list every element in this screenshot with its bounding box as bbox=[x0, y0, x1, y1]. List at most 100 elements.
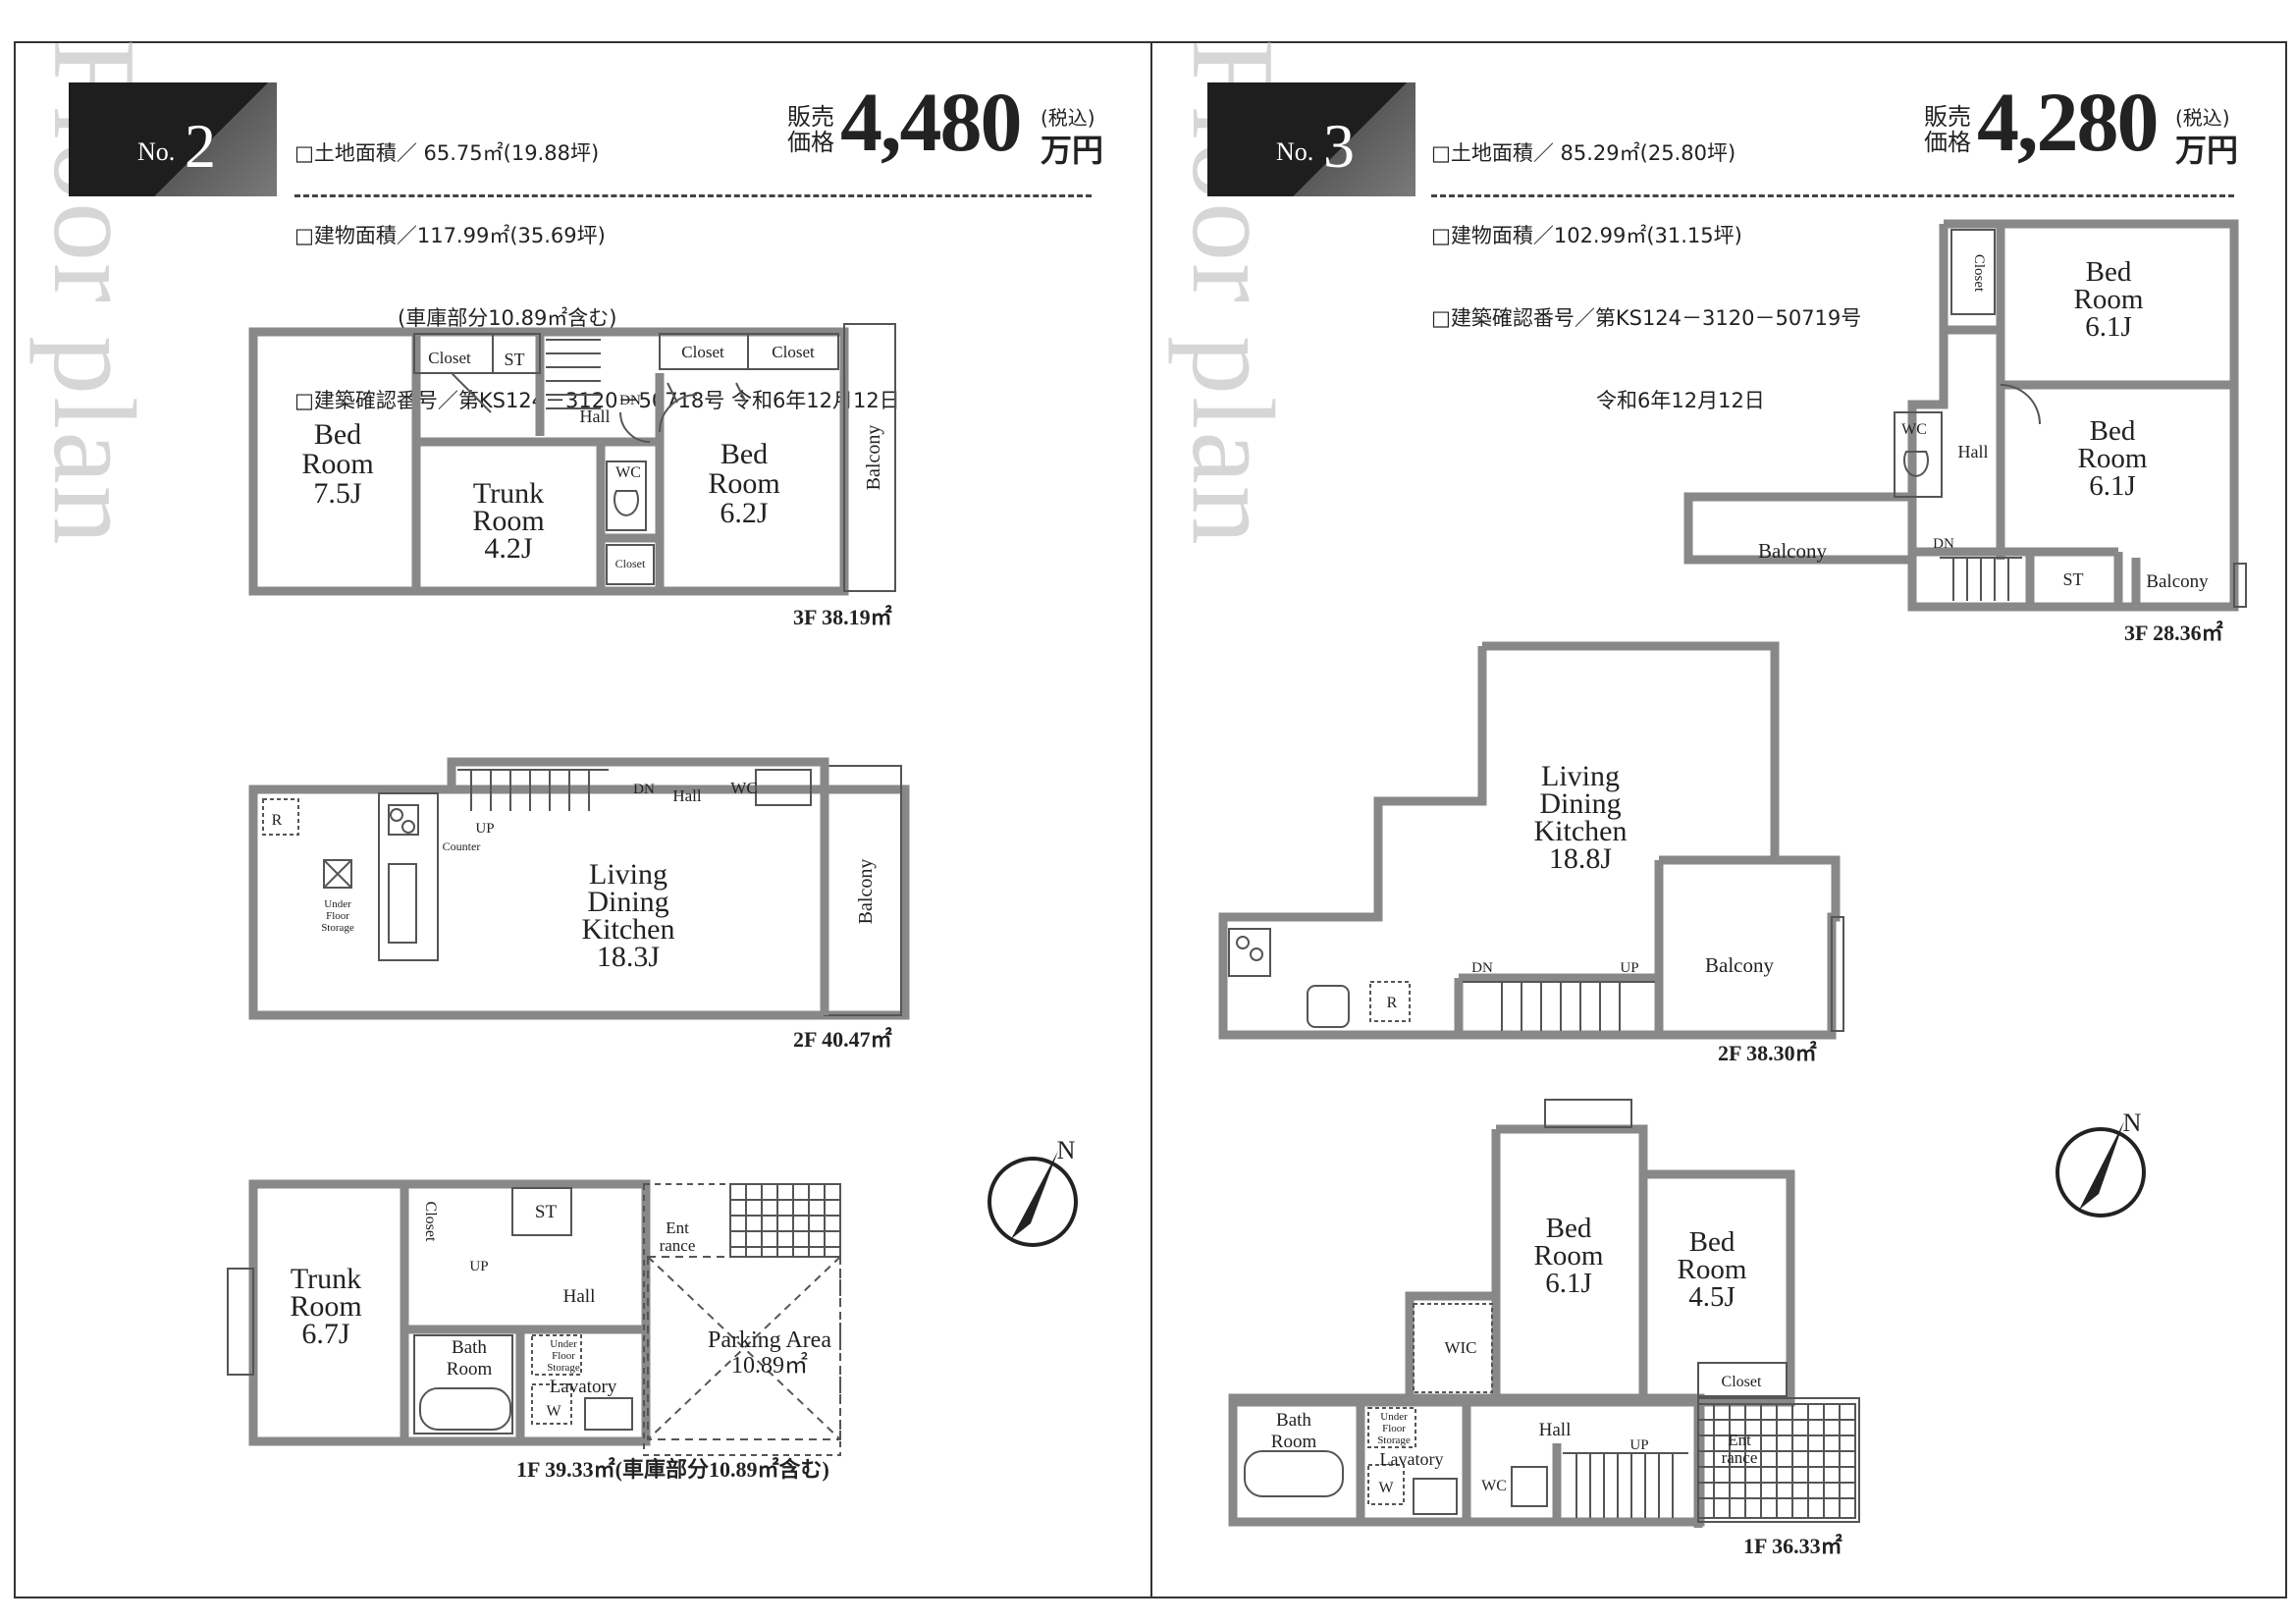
room-label: Balcony bbox=[855, 859, 877, 925]
room-label: Floor bbox=[326, 910, 349, 922]
room-label: 6.1J bbox=[1545, 1268, 1592, 1299]
room-label: 6.7J bbox=[301, 1318, 350, 1350]
room-label: Bed bbox=[2086, 256, 2132, 288]
unit-3-frame bbox=[1150, 41, 2287, 1598]
room-label: W bbox=[1378, 1480, 1394, 1496]
room-label: ST bbox=[2062, 569, 2083, 589]
room-label: WC bbox=[615, 464, 641, 481]
header-divider bbox=[294, 194, 1092, 197]
room-label: 6.2J bbox=[720, 497, 769, 529]
room-label: Storage bbox=[321, 922, 354, 934]
room-label: Room bbox=[472, 505, 544, 537]
room-label: Parking Area bbox=[708, 1327, 831, 1353]
tax-note: (税込) bbox=[1041, 106, 1095, 130]
room-label: rance bbox=[660, 1236, 696, 1255]
room-label: Dining bbox=[1539, 787, 1621, 820]
room-label: Bath bbox=[452, 1337, 487, 1358]
room-label: rance bbox=[1722, 1448, 1758, 1467]
floor-2f-plan: Living Dining Kitchen 18.8J DN UP Balcon… bbox=[1218, 641, 1844, 1065]
room-label: 7.5J bbox=[313, 477, 362, 510]
price-value: 4,480 bbox=[840, 75, 1022, 169]
room-label: Storage bbox=[547, 1362, 580, 1374]
spec-line: □建物面積／102.99㎡(31.15坪) bbox=[1431, 224, 1742, 247]
spec-line: (車庫部分10.89㎡含む) bbox=[294, 306, 617, 330]
room-label: Hall bbox=[1958, 442, 1989, 461]
tax-note: (税込) bbox=[2175, 106, 2230, 130]
room-label: Room bbox=[2078, 443, 2148, 474]
room-label: Bed bbox=[1689, 1226, 1735, 1258]
room-label: Balcony bbox=[2146, 571, 2209, 592]
room-label: R bbox=[1387, 995, 1398, 1011]
floor-3f-plan: Closet Bed Room 6.1J WC Hall Bed Room 6.… bbox=[1683, 219, 2247, 645]
room-label: Kitchen bbox=[1534, 815, 1628, 847]
north-compass: N bbox=[2056, 1109, 2146, 1218]
room-label: Under bbox=[550, 1338, 577, 1350]
room-label: Room bbox=[447, 1359, 493, 1380]
room-label: Bed bbox=[721, 438, 768, 470]
floor-area-label: 3F 28.36㎡ bbox=[2124, 621, 2223, 645]
room-label: Room bbox=[1271, 1432, 1317, 1452]
room-label: Room bbox=[301, 448, 373, 480]
room-label: WC bbox=[1901, 421, 1927, 438]
floor-area-label: 1F 39.33㎡(車庫部分10.89㎡含む) bbox=[516, 1457, 829, 1482]
room-label: W bbox=[546, 1403, 561, 1420]
room-label: R bbox=[272, 812, 283, 829]
price-value: 4,280 bbox=[1977, 75, 2159, 169]
room-label: Room bbox=[290, 1290, 361, 1323]
spec-line: □土地面積／ 65.75㎡(19.88坪) bbox=[294, 141, 600, 165]
unit-no-label: No. bbox=[137, 137, 176, 166]
room-label: WC bbox=[730, 779, 757, 797]
price-unit: 万円 bbox=[2175, 132, 2239, 169]
compass-n: N bbox=[2123, 1109, 2142, 1137]
room-label: DN bbox=[619, 393, 641, 408]
floor-1f-plan: Bed Room 6.1J Bed Room 4.5J WIC Closet B… bbox=[1228, 1099, 1860, 1558]
room-label: ST bbox=[504, 350, 524, 369]
room-label: 18.3J bbox=[597, 941, 661, 973]
floor-area-label: 2F 38.30㎡ bbox=[1718, 1041, 1817, 1065]
room-label: 6.1J bbox=[2089, 470, 2136, 502]
room-label: Kitchen bbox=[582, 913, 675, 946]
unit-spec: □土地面積／ 85.29㎡(25.80坪) □建物面積／102.99㎡(31.1… bbox=[1431, 84, 1861, 469]
floor-area-label: 3F 38.19㎡ bbox=[793, 605, 892, 629]
room-label: Hall bbox=[563, 1286, 596, 1307]
room-label: Room bbox=[708, 467, 779, 500]
spec-line: □建築確認番号／第KS124－3120－50719号 bbox=[1431, 306, 1862, 330]
room-label: Under bbox=[1380, 1411, 1408, 1423]
room-label: Hall bbox=[1539, 1420, 1572, 1440]
price-label: 販売価格 bbox=[1924, 103, 1971, 156]
spec-line: □土地面積／ 85.29㎡(25.80坪) bbox=[1431, 141, 1736, 165]
room-label: DN bbox=[1933, 536, 1954, 552]
floor-1f-plan: Closet ST Ent rance UP Trunk Room 6.7J H… bbox=[227, 1179, 841, 1482]
room-label: Room bbox=[1678, 1254, 1747, 1285]
header-divider bbox=[1431, 194, 2234, 197]
room-label: Bath bbox=[1276, 1410, 1311, 1431]
price-label: 販売価格 bbox=[787, 103, 834, 156]
room-label: Hall bbox=[580, 406, 611, 426]
unit-number-badge: No. 2 bbox=[69, 82, 277, 196]
room-label: UP bbox=[469, 1259, 488, 1274]
room-label: Trunk bbox=[291, 1263, 361, 1295]
spec-line: □建築確認番号／第KS124－3120－50718号 令和6年12月12日 bbox=[294, 389, 900, 412]
room-label: Counter bbox=[443, 839, 481, 853]
room-label: Ent bbox=[1728, 1431, 1751, 1449]
room-label: Closet bbox=[615, 557, 646, 570]
room-label: Room bbox=[2074, 284, 2144, 315]
room-label: Living bbox=[1541, 760, 1620, 792]
room-label: Bed bbox=[2090, 415, 2136, 447]
room-label: Ent bbox=[666, 1218, 689, 1237]
room-label: Dining bbox=[587, 886, 668, 918]
room-label: Closet bbox=[772, 343, 815, 361]
room-label: UP bbox=[475, 821, 494, 837]
room-label: Under bbox=[324, 898, 351, 910]
room-label: Floor bbox=[552, 1350, 575, 1362]
room-label: 10.89㎡ bbox=[731, 1352, 808, 1379]
room-label: Closet bbox=[1971, 254, 1987, 293]
spec-line: 令和6年12月12日 bbox=[1431, 389, 1765, 412]
room-label: DN bbox=[1471, 960, 1493, 976]
room-label: Balcony bbox=[1705, 953, 1774, 977]
room-label: Balcony bbox=[863, 425, 884, 491]
room-label: Trunk bbox=[473, 477, 544, 510]
room-label: Bed bbox=[1546, 1213, 1592, 1244]
